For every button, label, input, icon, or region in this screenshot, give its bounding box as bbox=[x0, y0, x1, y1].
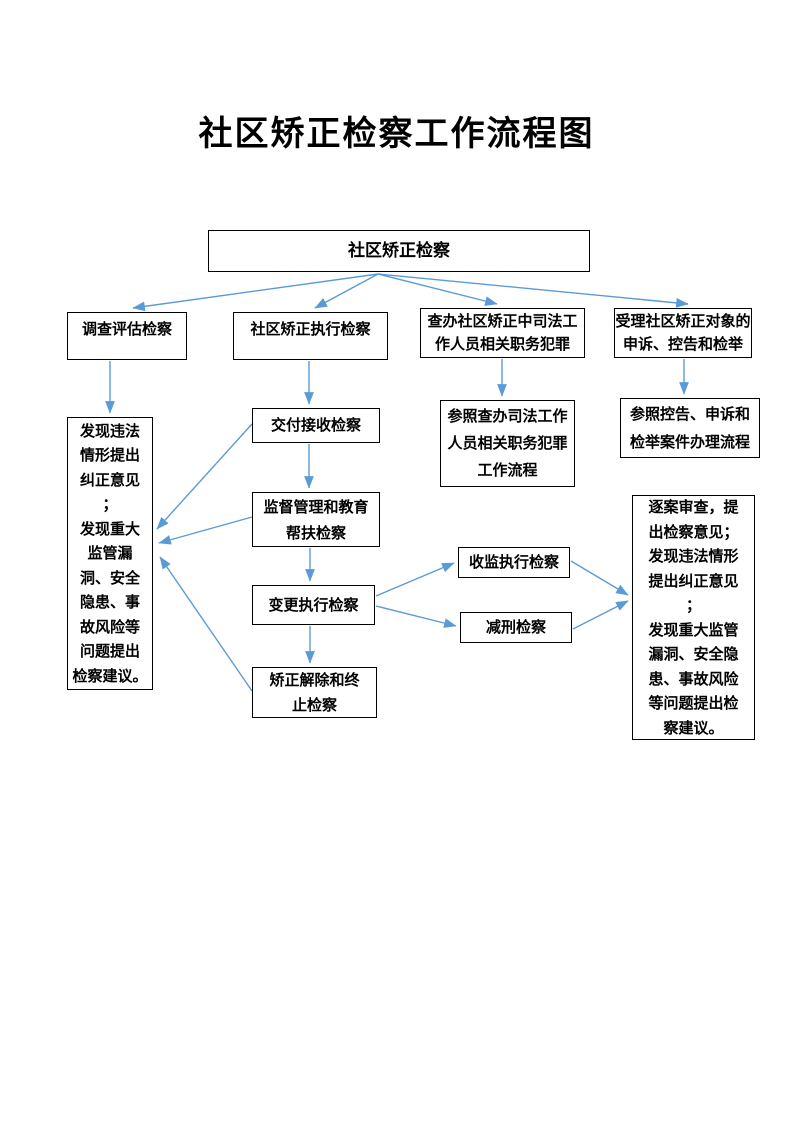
node-reimprisonment-check: 收监执行检察 bbox=[458, 547, 570, 578]
arrow-reimprison-to-right-result bbox=[570, 560, 629, 596]
node-investigation-evaluation: 调查评估检察 bbox=[67, 312, 187, 360]
arrow-handover-to-left-result bbox=[156, 423, 253, 530]
page-title: 社区矫正检察工作流程图 bbox=[198, 114, 595, 154]
node-correction-termination: 矫正解除和终 止检察 bbox=[252, 667, 377, 718]
node-execution-supervision: 社区矫正执行检察 bbox=[233, 312, 388, 360]
node-ref-malfeasance-workflow: 参照查办司法工作 人员相关职务犯罪 工作流程 bbox=[440, 400, 575, 487]
node-community-correction-procuratorate: 社区矫正检察 bbox=[208, 230, 590, 272]
node-judicial-staff-crime: 查办社区矫正中司法工 作人员相关职务犯罪 bbox=[420, 308, 585, 358]
node-complaints-accusations: 受理社区矫正对象的 申诉、控告和检举 bbox=[614, 308, 752, 358]
arrow-commutation-to-right-result bbox=[572, 600, 629, 630]
arrow-root-to-investigate bbox=[132, 273, 379, 312]
arrow-change-to-reimprison bbox=[375, 562, 455, 597]
arrow-termination-to-left-result bbox=[159, 556, 253, 692]
arrow-root-to-malfeasance bbox=[377, 273, 498, 306]
arrow-root-to-complaints bbox=[377, 273, 689, 308]
arrow-change-to-commutation bbox=[375, 605, 457, 628]
node-right-result: 逐案审查，提 出检察意见； 发现违法情形 提出纠正意见 ； 发现重大监管 漏洞、… bbox=[632, 495, 755, 740]
arrow-supervision-to-left-result bbox=[158, 516, 253, 545]
node-supervision-education: 监督管理和教育 帮扶检察 bbox=[252, 492, 380, 547]
node-commutation-check: 减刑检察 bbox=[460, 612, 572, 643]
node-ref-complaint-workflow: 参照控告、申诉和 检举案件办理流程 bbox=[620, 398, 760, 458]
node-handover-reception: 交付接收检察 bbox=[252, 408, 380, 443]
node-left-result: 发现违法 情形提出 纠正意见 ； 发现重大 监管漏 洞、安全 隐患、事 故风险等… bbox=[67, 417, 153, 690]
node-execution-change: 变更执行检察 bbox=[252, 585, 375, 625]
arrow-root-to-execution bbox=[314, 273, 379, 309]
